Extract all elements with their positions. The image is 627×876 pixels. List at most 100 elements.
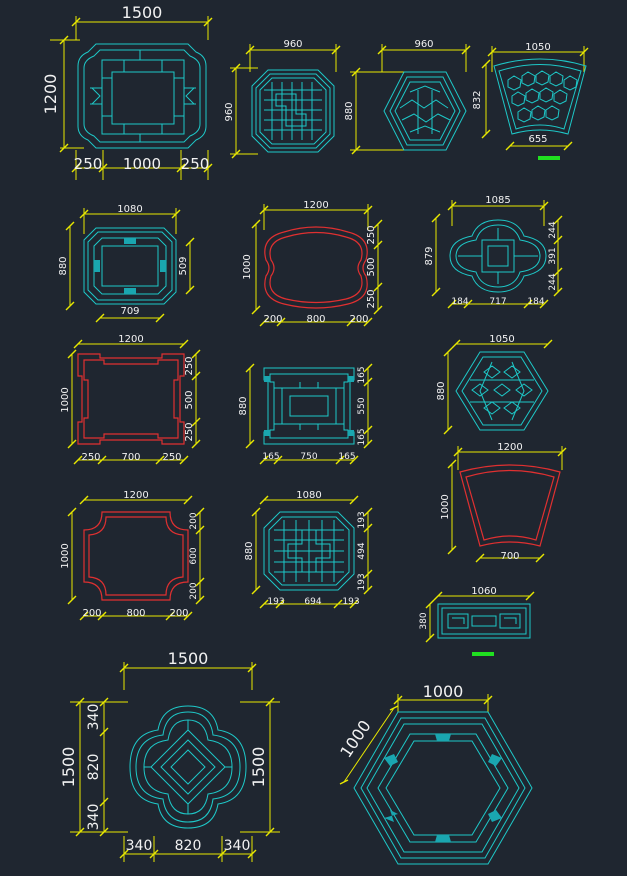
dim-left-2: 820 — [86, 754, 102, 781]
dim-right-1: 200 — [189, 512, 199, 529]
dim-height: 832 — [472, 90, 483, 109]
green-tag-mark — [472, 652, 494, 656]
dim-bottom-right: 250 — [181, 155, 210, 173]
dim-right: 1500 — [249, 747, 268, 788]
dim-bottom-3: 184 — [527, 297, 544, 307]
dim-width: 960 — [283, 39, 302, 50]
panel-hexagon-960x880: 960 880 — [344, 39, 471, 155]
dim-right-2: 500 — [184, 390, 195, 409]
dim-width: 1085 — [485, 195, 510, 206]
dim-bottom-1: 193 — [267, 597, 284, 607]
panel-transom-1060x380: 1060 380 — [419, 586, 535, 656]
dim-bottom-2: 700 — [121, 452, 140, 463]
dim-right-3: 244 — [548, 273, 558, 290]
dim-right-1: 250 — [184, 356, 195, 375]
dim-bottom-2: 800 — [126, 608, 145, 619]
dim-width: 1500 — [168, 649, 209, 668]
dim-side: 1000 — [336, 717, 375, 761]
dim-bottom-2: 820 — [175, 838, 202, 854]
dim-height: 880 — [238, 396, 249, 415]
panel-notched-1200x1000: 1200 1000 250 500 250 250 700 250 — [60, 334, 201, 465]
dim-left-3: 340 — [86, 804, 102, 831]
dim-width: 1200 — [497, 442, 522, 453]
dim-bottom: 709 — [120, 306, 139, 317]
dim-right-1: 250 — [366, 225, 377, 244]
dim-height: 880 — [58, 256, 69, 275]
dim-right-1: 244 — [548, 221, 558, 238]
dim-right-3: 193 — [357, 573, 367, 590]
dim-right-3: 165 — [357, 428, 367, 445]
panel-octagon-1080x880: 1080 880 509 709 — [58, 204, 195, 323]
dim-width: 1200 — [123, 490, 148, 501]
dim-bottom-1: 165 — [262, 452, 279, 462]
dim-right-1: 193 — [357, 511, 367, 528]
dim-bottom-3: 200 — [349, 314, 368, 325]
dim-width: 960 — [414, 39, 433, 50]
dim-bottom-3: 165 — [338, 452, 355, 462]
dim-bottom-2: 750 — [300, 452, 317, 462]
dim-height: 1000 — [60, 543, 71, 568]
panel-octagon-960: 960 960 — [224, 39, 341, 159]
dim-bottom-left: 250 — [74, 155, 103, 173]
green-tag-mark — [538, 156, 560, 160]
dim-width: 1000 — [423, 682, 464, 701]
dim-bottom-3: 193 — [342, 597, 359, 607]
panel-lattice-880: 880 165 550 165 165 750 165 — [238, 363, 373, 465]
dim-bottom-mid: 1000 — [123, 155, 161, 173]
dim-right-2: 391 — [548, 247, 558, 264]
dim-bottom-3: 200 — [169, 608, 188, 619]
dim-left-1: 340 — [86, 704, 102, 731]
dim-bottom-1: 200 — [82, 608, 101, 619]
panel-quatrefoil-1200x1000: 1200 1000 250 500 250 200 800 200 — [242, 200, 383, 327]
dim-right-2: 600 — [189, 547, 199, 564]
dim-width: 1050 — [525, 42, 550, 53]
dim-height: 380 — [419, 612, 429, 629]
dim-bottom: 655 — [528, 134, 547, 145]
dim-width: 1500 — [122, 3, 163, 22]
panel-fan-1200x1000: 1200 1000 700 — [440, 442, 567, 563]
dim-right-3: 250 — [184, 422, 195, 441]
dim-width: 1200 — [303, 200, 328, 211]
dim-height: 1200 — [41, 74, 60, 115]
dim-bottom-1: 340 — [126, 838, 153, 854]
dim-height: 880 — [436, 381, 447, 400]
panel-lattice-1080x880: 1080 880 193 494 193 193 694 193 — [244, 490, 373, 609]
panel-fan-1050x832: 1050 832 655 — [472, 42, 589, 160]
panel-lattice-1500x1200: 1500 1200 250 1000 250 — [41, 3, 213, 180]
dim-right: 509 — [178, 256, 189, 275]
dim-bottom-1: 250 — [81, 452, 100, 463]
dim-bottom-1: 184 — [451, 297, 468, 307]
dim-width: 1050 — [489, 334, 514, 345]
dim-bottom-1: 200 — [263, 314, 282, 325]
dim-height: 1000 — [440, 494, 451, 519]
dim-height: 880 — [244, 541, 255, 560]
panel-hexagon-1000: 1000 1000 — [336, 682, 533, 865]
dim-height: 880 — [344, 101, 355, 120]
dim-right-1: 165 — [357, 366, 367, 383]
dim-right-2: 550 — [357, 397, 367, 414]
dim-height: 1000 — [60, 387, 71, 412]
dim-height: 960 — [224, 102, 235, 121]
dim-bottom: 700 — [500, 551, 519, 562]
dim-bottom-3: 340 — [224, 838, 251, 854]
dim-width: 1060 — [471, 586, 496, 597]
dim-bottom-3: 250 — [162, 452, 181, 463]
dim-width: 1200 — [118, 334, 143, 345]
dim-height: 1000 — [242, 254, 253, 279]
dim-width: 1080 — [117, 204, 142, 215]
dim-bottom-2: 694 — [304, 597, 321, 607]
dim-right-2: 500 — [366, 257, 377, 276]
dim-bottom-2: 800 — [306, 314, 325, 325]
dim-right-3: 200 — [189, 582, 199, 599]
panel-scalloped-1200x1000: 1200 1000 200 600 200 200 800 200 — [60, 490, 205, 621]
dim-bottom-2: 717 — [489, 297, 506, 307]
dim-height: 879 — [424, 246, 435, 265]
dim-right-3: 250 — [366, 289, 377, 308]
panel-hexagon-1050x880: 1050 880 — [436, 334, 553, 435]
dim-width: 1080 — [296, 490, 321, 501]
dim-right-2: 494 — [357, 542, 367, 559]
panel-quatrefoil-1500: 1500 1500 340 820 340 1500 340 820 340 — [59, 649, 280, 862]
panel-ornate-1085x879: 1085 879 244 391 244 184 717 184 — [424, 195, 563, 309]
dim-height: 1500 — [59, 747, 78, 788]
